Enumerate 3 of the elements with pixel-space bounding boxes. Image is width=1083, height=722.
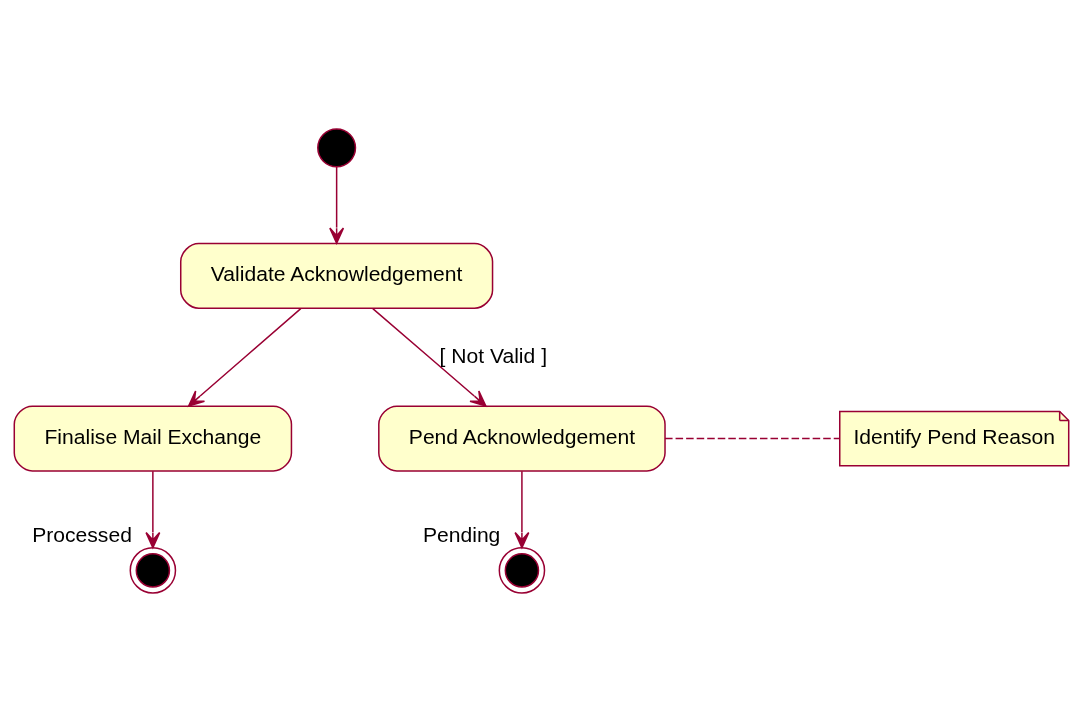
- node-label: Pending: [422, 523, 501, 547]
- edge-label: [ Not Valid ]: [439, 343, 547, 367]
- node-label: Processed: [32, 523, 132, 547]
